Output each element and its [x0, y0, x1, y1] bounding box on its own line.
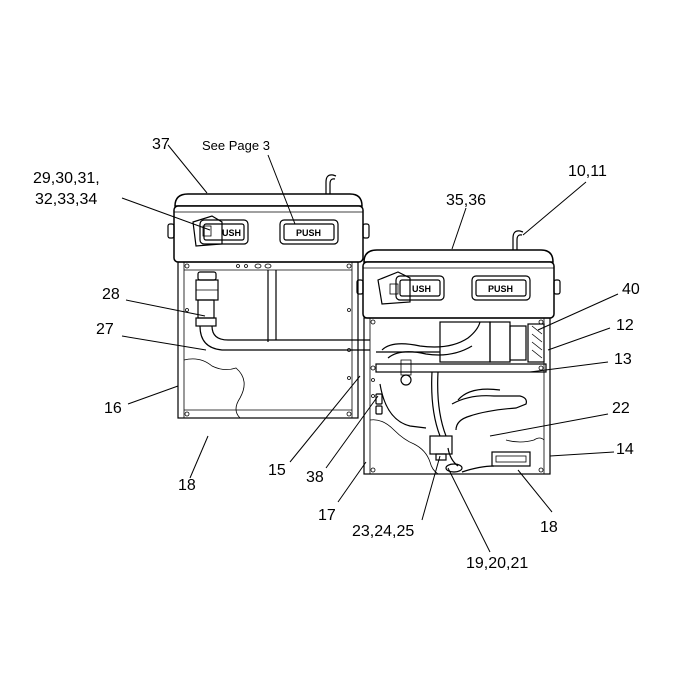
callout-27: 27	[96, 321, 114, 338]
right-cabinet	[363, 317, 551, 475]
left-trap-icon	[197, 271, 217, 281]
right-push-button	[471, 275, 531, 301]
callout-23-24-25: 23,24,25	[352, 523, 414, 540]
callout-35-36: 35,36	[446, 192, 486, 209]
shutoff-valve-icon	[400, 374, 412, 386]
right-top-cap	[363, 249, 554, 263]
callout-29-30-31: 29,30,31,	[33, 170, 100, 187]
right-push-label-b: PUSH	[488, 284, 513, 294]
callout-16: 16	[104, 400, 122, 417]
callout-13: 13	[614, 351, 632, 368]
callout-labels: 37 See Page 3 10,11 29,30,31, 32,33,34 3…	[33, 136, 640, 572]
left-cutaway	[183, 358, 245, 419]
callout-17: 17	[318, 507, 336, 524]
left-push-label-b: PUSH	[296, 228, 321, 238]
callout-14: 14	[616, 441, 634, 458]
left-push-button	[279, 219, 339, 245]
callout-15: 15	[268, 462, 286, 479]
callout-see-page-3: See Page 3	[202, 138, 270, 153]
callout-12: 12	[616, 317, 634, 334]
callout-19-20-21: 19,20,21	[466, 555, 528, 572]
callout-22: 22	[612, 400, 630, 417]
right-cutaway	[369, 419, 439, 475]
right-bowl-housing	[362, 261, 555, 319]
right-fountain-unit: USH PUSH	[356, 230, 561, 475]
left-top-cap	[174, 193, 363, 207]
leader-lines	[121, 144, 619, 553]
right-shelf	[375, 363, 547, 373]
callout-18-right: 18	[540, 519, 558, 536]
callout-28: 28	[102, 286, 120, 303]
control-box	[509, 325, 527, 361]
left-push-label-a: USH	[222, 228, 241, 238]
left-bubbler-icon	[325, 174, 337, 196]
right-bubbler-icon	[512, 230, 524, 252]
callout-37: 37	[152, 136, 170, 153]
left-bowl-housing	[173, 205, 364, 263]
left-valve-icon	[192, 215, 223, 247]
callout-18-left: 18	[178, 477, 196, 494]
right-bottom-plate	[491, 451, 531, 467]
callout-40: 40	[622, 281, 640, 298]
right-push-label-a: USH	[412, 284, 431, 294]
coil-grille-icon	[531, 325, 543, 359]
left-fountain-unit: USH PUSH	[167, 174, 370, 419]
callout-10-11: 10,11	[568, 163, 607, 180]
callout-32-33-34: 32,33,34	[35, 191, 97, 208]
callout-38: 38	[306, 469, 324, 486]
right-valve-icon	[377, 271, 411, 305]
